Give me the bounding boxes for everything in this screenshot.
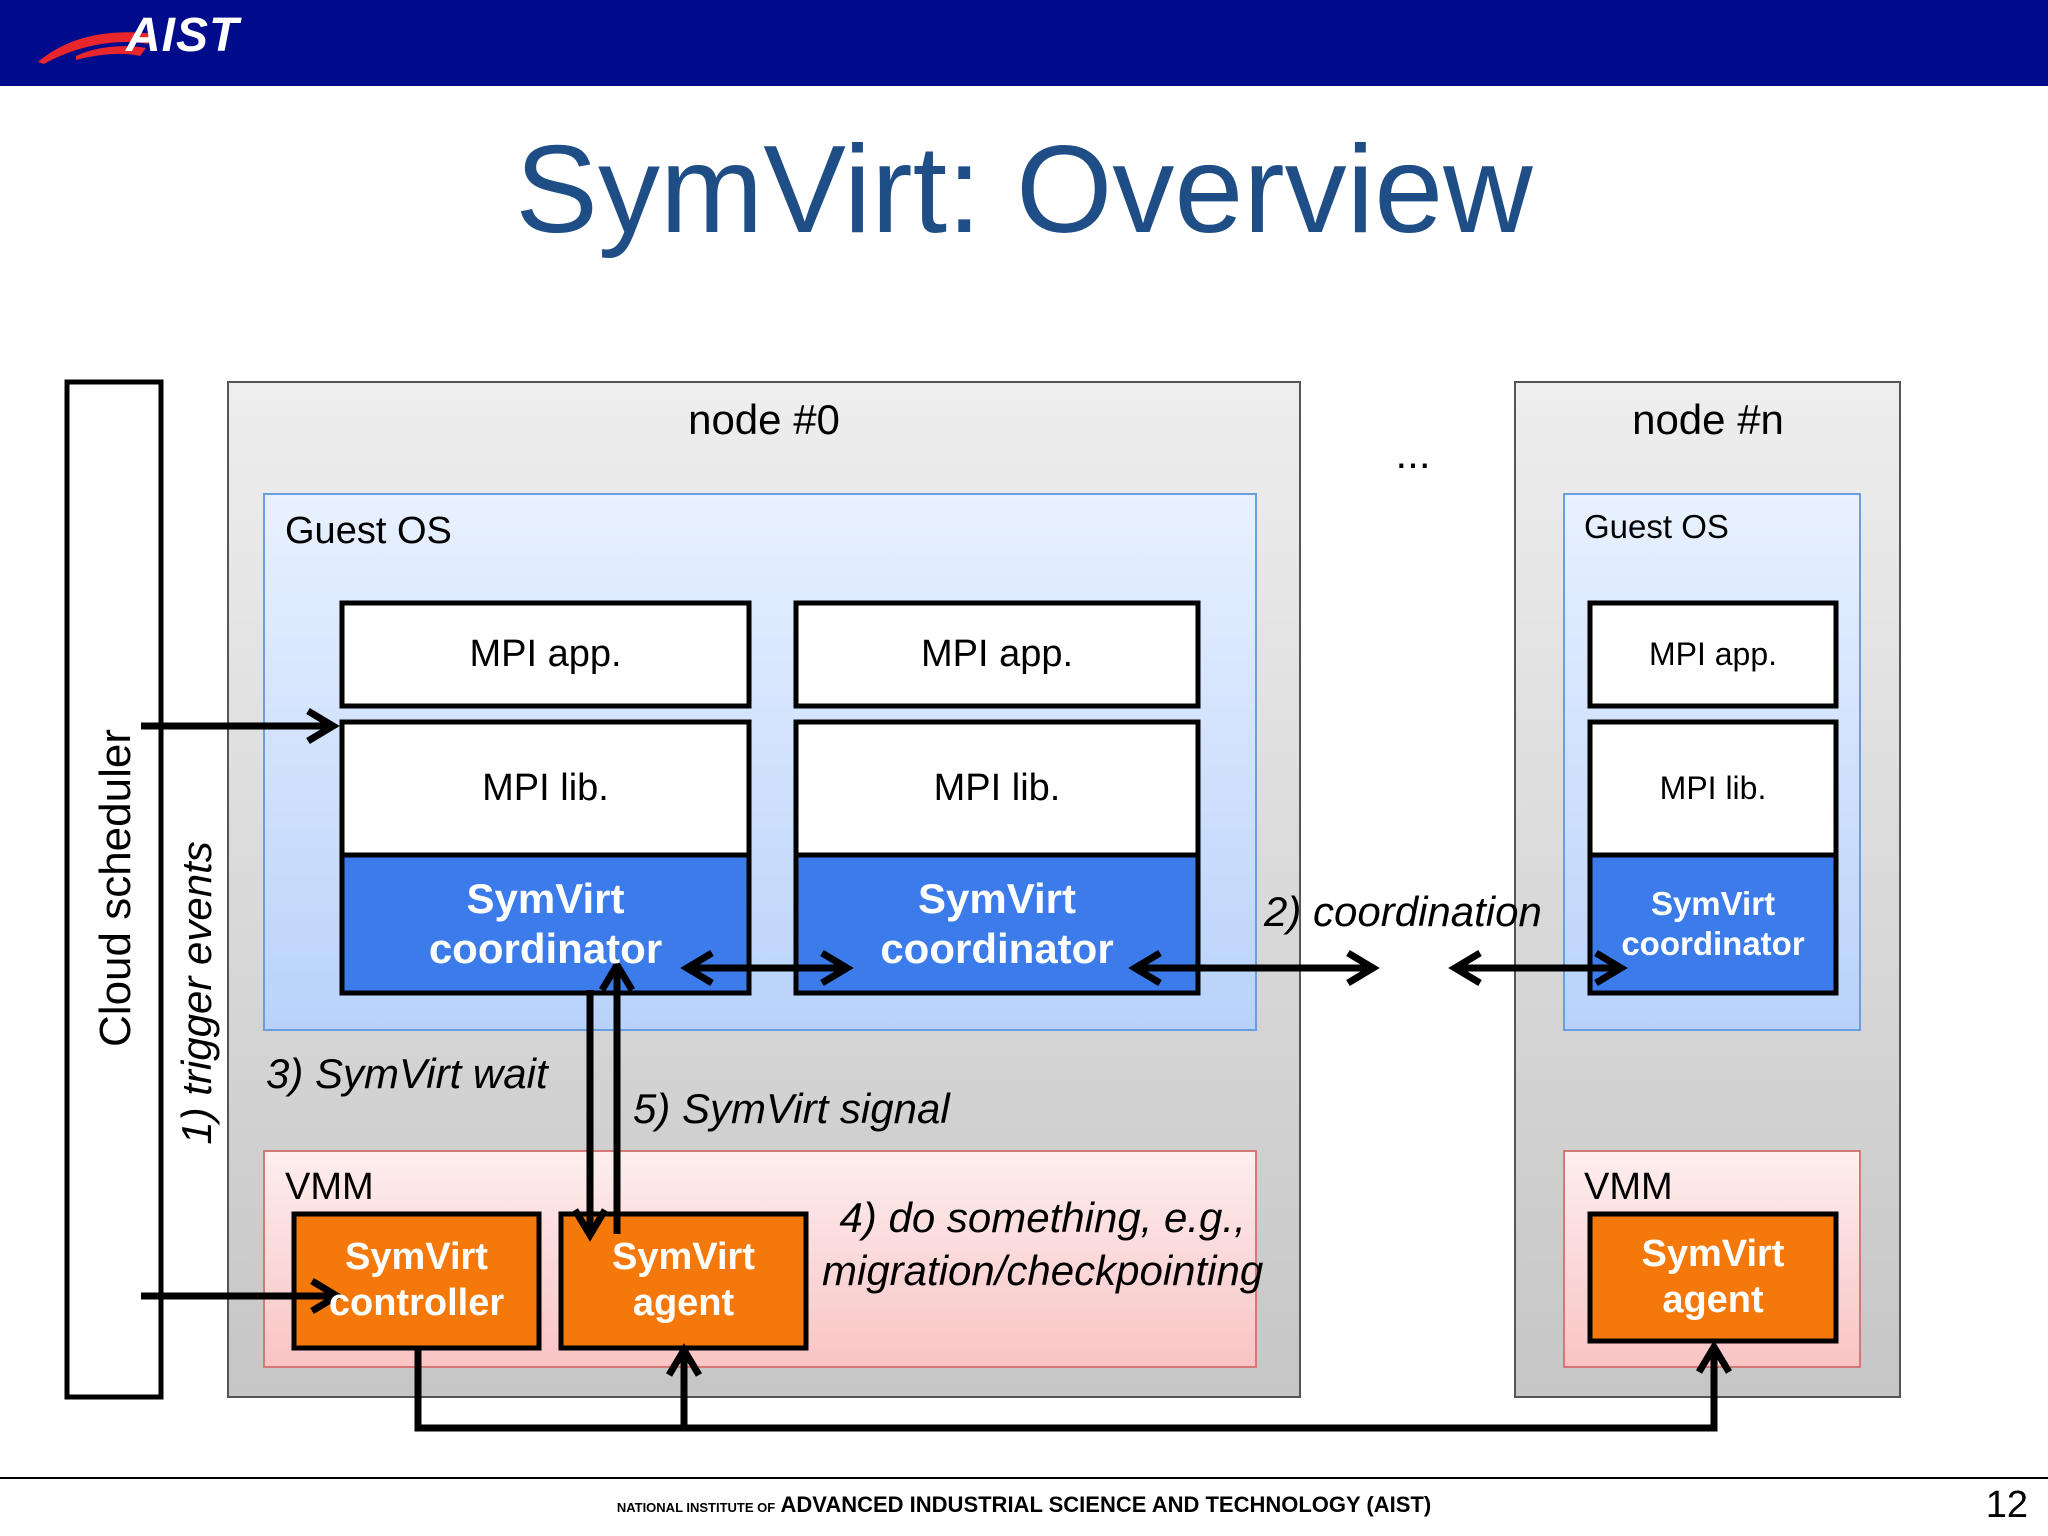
- node0-controller-text: SymVirt controller: [328, 1236, 505, 1324]
- node0-proc1-app-box: [339, 600, 752, 709]
- noden-app-text: MPI app.: [1648, 636, 1778, 673]
- header-bar: AIST: [0, 0, 2048, 86]
- node0-proc2-lib-box: [793, 719, 1201, 858]
- node0-proc1-lib-text: MPI lib.: [482, 766, 609, 809]
- logo-text: AIST: [126, 9, 240, 62]
- signal-arrow: [598, 958, 636, 1234]
- footer-text: NATIONAL INSTITUTE OF ADVANCED INDUSTRIA…: [0, 1492, 2048, 1518]
- aist-logo-icon: [38, 32, 154, 64]
- footer-prefix: NATIONAL INSTITUTE OF: [616, 1500, 776, 1515]
- nodes-ellipsis: ...: [1395, 430, 1431, 477]
- node0-proc1-coordinator-box: [339, 852, 752, 996]
- noden-vmm-label: VMM: [1584, 1166, 1673, 1208]
- node0-proc2-lib-text: MPI lib.: [933, 766, 1061, 809]
- node0-proc1-app-text: MPI app.: [469, 632, 622, 675]
- trigger-arrow-bottom: [141, 1277, 344, 1315]
- page-title: SymVirt: Overview: [515, 121, 1533, 259]
- noden-coordinator-box: [1587, 852, 1839, 996]
- cloud-scheduler-label: Cloud scheduler: [91, 729, 140, 1047]
- node0-vmm-label: VMM: [285, 1166, 374, 1208]
- noden-label: node #n: [1632, 396, 1784, 443]
- node0-proc1-lib-box: [339, 719, 752, 858]
- footer-institute: ADVANCED INDUSTRIAL SCIENCE AND TECHNOLO…: [780, 1492, 1432, 1517]
- node0-proc1-coordinator-text: SymVirt coordinator: [428, 874, 663, 972]
- trigger-events-label: 1) trigger events: [173, 841, 220, 1145]
- coordination-arrow-2: [1128, 949, 1380, 987]
- footer-divider: [0, 1477, 2048, 1479]
- agentn-arrowhead: [1695, 1340, 1733, 1374]
- node0-agent-text: SymVirt agent: [612, 1236, 755, 1324]
- node0-label: node #0: [688, 396, 840, 443]
- node0-guest-os-label: Guest OS: [285, 510, 452, 552]
- node0-proc2-app-box: [793, 600, 1201, 709]
- noden-agent-text: SymVirt agent: [1641, 1232, 1785, 1321]
- node0-proc2-app-text: MPI app.: [920, 632, 1074, 675]
- node0-proc2-coordinator-text: SymVirt coordinator: [880, 874, 1114, 972]
- trigger-arrow-top: [141, 707, 340, 745]
- controller-to-agents-line: [414, 1348, 1718, 1432]
- coordination-arrow-1: [680, 949, 854, 987]
- wait-label: 3) SymVirt wait: [266, 1050, 548, 1097]
- wait-arrow: [571, 990, 609, 1242]
- do-something-label: 4) do something, e.g., migration/checkpo…: [822, 1194, 1264, 1294]
- page-number: 12: [1985, 1484, 2028, 1526]
- noden-agent-box: [1587, 1211, 1839, 1344]
- node0-proc2-coordinator-box: [793, 852, 1201, 996]
- coordination-label: 2) coordination: [1264, 888, 1542, 935]
- signal-label: 5) SymVirt signal: [633, 1085, 950, 1132]
- coordination-arrow-3: [1448, 949, 1628, 987]
- agent0-arrowhead: [665, 1343, 703, 1377]
- noden-guest-os-label: Guest OS: [1584, 508, 1729, 545]
- noden-lib-text: MPI lib.: [1659, 770, 1767, 807]
- cloud-scheduler-box: [64, 379, 164, 1400]
- noden-coordinator-text: SymVirt coordinator: [1621, 885, 1805, 962]
- node0-agent-box: [558, 1211, 809, 1351]
- noden-app-box: [1587, 600, 1839, 709]
